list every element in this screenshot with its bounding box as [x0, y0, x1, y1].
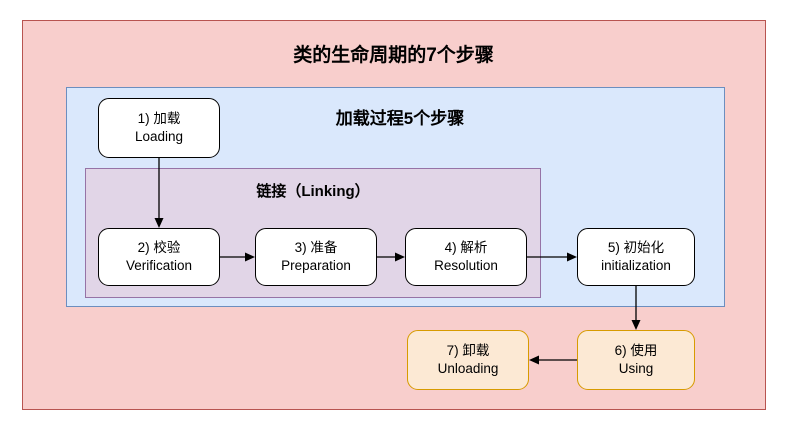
- node-using[interactable]: 6) 使用 Using: [577, 330, 695, 390]
- node-verification-cn-label: 2) 校验: [137, 240, 181, 256]
- node-initialization-cn-label: 5) 初始化: [607, 240, 665, 256]
- node-initialization-en-label: initialization: [601, 258, 671, 273]
- node-loading-en-label: Loading: [134, 129, 184, 144]
- node-using-cn-label: 6) 使用: [614, 343, 658, 359]
- node-unloading[interactable]: 7) 卸载 Unloading: [407, 330, 529, 390]
- node-initialization[interactable]: 5) 初始化 initialization: [577, 228, 695, 286]
- loading-process-frame-title: 加载过程5个步骤: [335, 109, 465, 128]
- node-verification[interactable]: 2) 校验 Verification: [98, 228, 220, 286]
- node-resolution-en-label: Resolution: [434, 258, 498, 273]
- lifecycle-frame-title: 类的生命周期的7个步骤: [293, 45, 494, 66]
- node-resolution-cn-label: 4) 解析: [444, 240, 488, 256]
- node-using-en-label: Using: [618, 361, 654, 376]
- linking-frame-title: 链接（Linking）: [256, 183, 370, 200]
- node-preparation-cn-label: 3) 准备: [294, 240, 338, 256]
- node-preparation-en-label: Preparation: [281, 258, 351, 273]
- node-unloading-cn-label: 7) 卸载: [446, 343, 490, 359]
- node-preparation[interactable]: 3) 准备 Preparation: [255, 228, 377, 286]
- node-loading-cn-label: 1) 加载: [137, 111, 181, 127]
- node-resolution[interactable]: 4) 解析 Resolution: [405, 228, 527, 286]
- node-loading[interactable]: 1) 加载 Loading: [98, 98, 220, 158]
- node-unloading-en-label: Unloading: [437, 361, 499, 376]
- node-verification-en-label: Verification: [125, 258, 193, 273]
